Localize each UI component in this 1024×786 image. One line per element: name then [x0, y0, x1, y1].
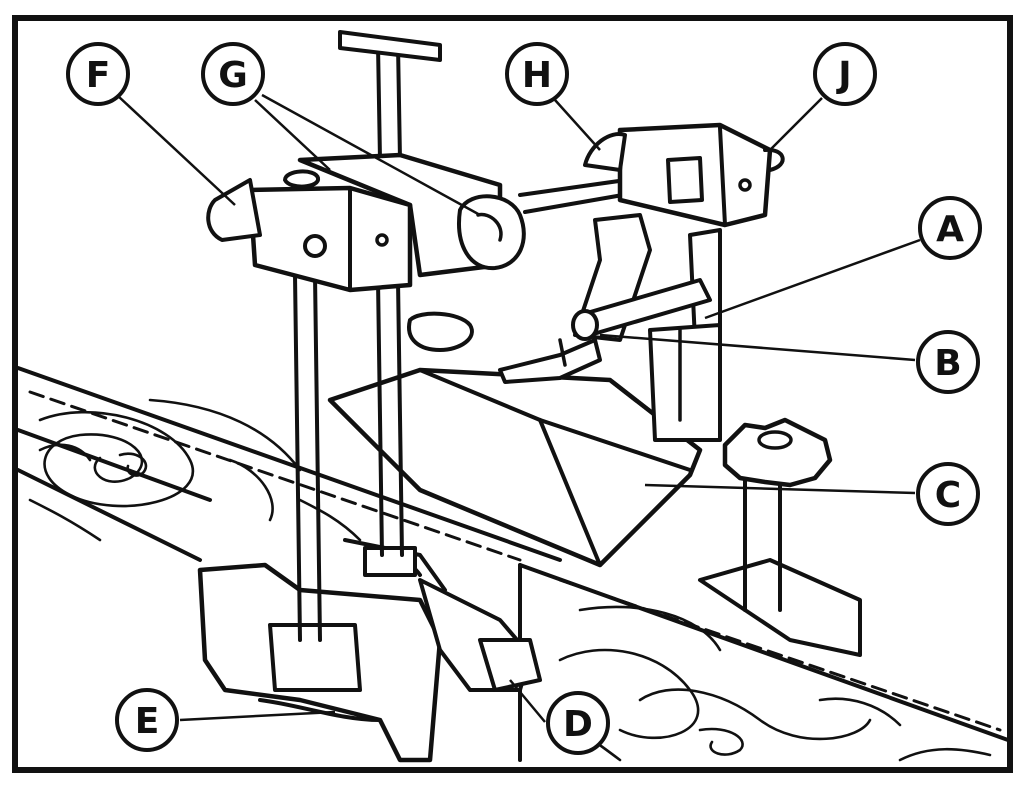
left-carriage: [206, 152, 642, 293]
callout-h: H: [505, 42, 569, 106]
label-h: H: [522, 55, 552, 96]
leader-d: [509, 679, 546, 723]
leader-c: [644, 483, 916, 495]
leader-f: [117, 95, 236, 206]
leader-e: [179, 710, 336, 722]
leader-a: [704, 238, 921, 320]
callout-g: G: [201, 42, 265, 106]
leader-b: [599, 333, 916, 362]
callout-j: J: [813, 42, 877, 106]
star-knob-post: [698, 417, 862, 657]
callout-b: B: [916, 330, 980, 394]
leader-h: [554, 99, 601, 151]
label-c: C: [935, 475, 961, 516]
leader-lines: [117, 93, 921, 723]
label-j: J: [835, 55, 851, 96]
right-carriage: [407, 122, 785, 442]
back-log: [16, 366, 562, 562]
callout-d: D: [546, 691, 610, 755]
label-e: E: [135, 701, 160, 742]
label-g: G: [218, 55, 248, 96]
label-b: B: [934, 343, 961, 384]
callout-a: A: [918, 196, 982, 260]
label-f: F: [86, 55, 111, 96]
callout-e: E: [115, 688, 179, 752]
callout-c: C: [916, 462, 980, 526]
leader-g-1: [254, 99, 331, 171]
clamp-assembly: [197, 538, 542, 763]
label-a: A: [936, 209, 964, 250]
callout-f: F: [66, 42, 130, 106]
label-d: D: [563, 704, 593, 745]
file-guide-body: [327, 367, 703, 568]
leader-j: [769, 97, 823, 151]
vertical-rods: [293, 30, 442, 642]
leader-g-2: [261, 93, 481, 217]
